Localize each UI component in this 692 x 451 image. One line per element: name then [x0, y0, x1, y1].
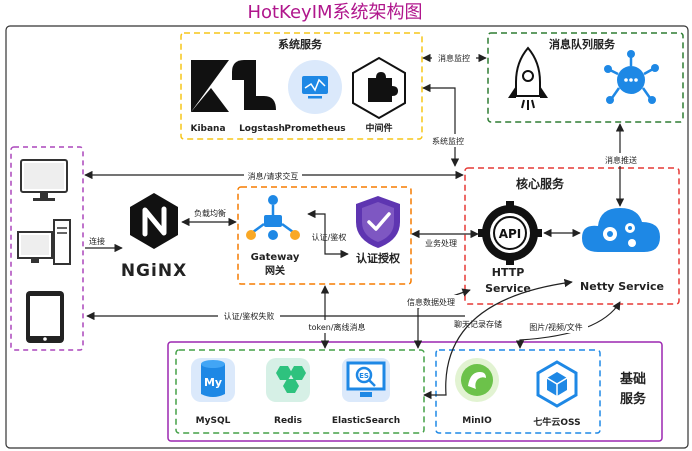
tablet-icon: [26, 291, 64, 343]
mysql-label: MySQL: [196, 416, 231, 426]
shield-check-icon: [356, 196, 400, 248]
mq-services-group: 消息队列服务: [487, 32, 684, 123]
edge-chat-storage: [423, 278, 573, 400]
auth-node: 认证授权: [356, 196, 401, 265]
api-text: API: [499, 227, 522, 241]
edge-label-media-files: 图片/视频/文件: [529, 322, 582, 332]
edge-label-load-balance: 负载均衡: [194, 208, 226, 218]
auth-label: 认证授权: [356, 251, 401, 265]
gateway-node: Gateway 网关: [246, 195, 300, 277]
message-hub-icon: [604, 50, 659, 104]
edge-labels: 消息监控 系统监控 消息推送 消息/请求交互 连接 负载均衡 认证/鉴权 业务处…: [89, 51, 640, 333]
logstash-node: Logstash: [232, 60, 285, 134]
gateway-sublabel: 网关: [265, 264, 285, 277]
api-gear-icon: API: [478, 201, 542, 265]
elasticsearch-label: ElasticSearch: [332, 416, 400, 426]
kibana-label: Kibana: [190, 124, 225, 134]
edge-label-chat-storage: 聊天记录存储: [454, 319, 502, 329]
edge-label-auth-fail: 认证/鉴权失败: [224, 311, 275, 321]
edge-auth-check: [307, 209, 349, 259]
cloud-gear-icon: [582, 208, 660, 252]
edge-label-sys-monitor: 系统监控: [432, 136, 464, 146]
middleware-node: 中间件: [352, 56, 406, 134]
netty-service-label: Netty Service: [580, 280, 664, 293]
nginx-icon: [130, 193, 178, 249]
nginx-label: NGiNX: [121, 261, 187, 281]
core-services-group: 核心服务 API HTTP Service Netty: [464, 167, 680, 305]
minio-icon: [455, 358, 499, 402]
nginx-node: NGiNX: [121, 193, 187, 281]
system-services-label: 系统服务: [278, 37, 323, 51]
edge-label-auth-check: 认证/鉴权: [312, 232, 347, 242]
edge-label-biz-process: 业务处理: [425, 238, 457, 248]
redis-label: Redis: [274, 416, 302, 426]
mysql-node: My MySQL: [191, 358, 235, 426]
qiniu-node: 七牛云OSS: [533, 360, 581, 428]
mysql-icon: My: [191, 358, 235, 402]
minio-label: MinIO: [462, 416, 492, 426]
gateway-auth-group: Gateway 网关 认证授权: [237, 186, 412, 285]
kibana-node: Kibana: [190, 60, 229, 134]
qiniu-label: 七牛云OSS: [533, 416, 580, 428]
logstash-label: Logstash: [239, 124, 285, 134]
middleware-label: 中间件: [365, 122, 392, 134]
rocket-icon: [508, 46, 548, 110]
base-services-group: 基础 服务 My MySQL Redis: [167, 341, 663, 442]
desktop-pc-icon: [17, 219, 71, 265]
edge-label-token-offline: token/离线消息: [308, 322, 365, 332]
edge-label-msg-monitor: 消息监控: [438, 53, 470, 63]
netty-service-node: Netty Service: [580, 208, 664, 293]
edge-sys-monitor: [422, 83, 460, 167]
base-services-label-2: 服务: [620, 391, 647, 407]
gateway-label: Gateway: [251, 252, 300, 263]
mq-services-label: 消息队列服务: [549, 37, 616, 51]
system-services-group: 系统服务 Kibana Logstash Prometheus: [180, 32, 423, 140]
mysql-badge-text: My: [204, 376, 222, 389]
edge-label-info-process: 信息数据处理: [407, 297, 455, 307]
http-service-label: HTTP: [492, 266, 525, 279]
clients-group: [10, 146, 84, 351]
edge-label-msg-push: 消息推送: [605, 155, 637, 165]
puzzle-icon: [352, 56, 406, 120]
edge-label-msg-request: 消息/请求交互: [248, 171, 299, 181]
es-badge-text: ES: [359, 372, 369, 380]
outer-frame: [5, 25, 689, 449]
edge-label-connect: 连接: [89, 236, 105, 246]
logstash-icon: [232, 60, 276, 110]
prometheus-node: Prometheus: [284, 60, 346, 134]
diagram-title: HotKeyIM系统架构图: [247, 2, 422, 23]
monitor-icon: [20, 159, 68, 201]
minio-node: MinIO: [455, 358, 499, 426]
kibana-icon: [191, 60, 229, 112]
elasticsearch-icon: ES: [342, 358, 390, 402]
qiniu-oss-icon: [536, 360, 578, 408]
redis-icon: [266, 358, 310, 402]
redis-node: Redis: [266, 358, 310, 426]
gateway-network-icon: [246, 195, 300, 240]
http-service-node: API HTTP Service: [478, 201, 542, 295]
base-services-label: 基础: [619, 371, 646, 387]
prometheus-label: Prometheus: [284, 124, 345, 134]
elasticsearch-node: ES ElasticSearch: [332, 358, 400, 426]
core-services-label: 核心服务: [516, 176, 565, 191]
